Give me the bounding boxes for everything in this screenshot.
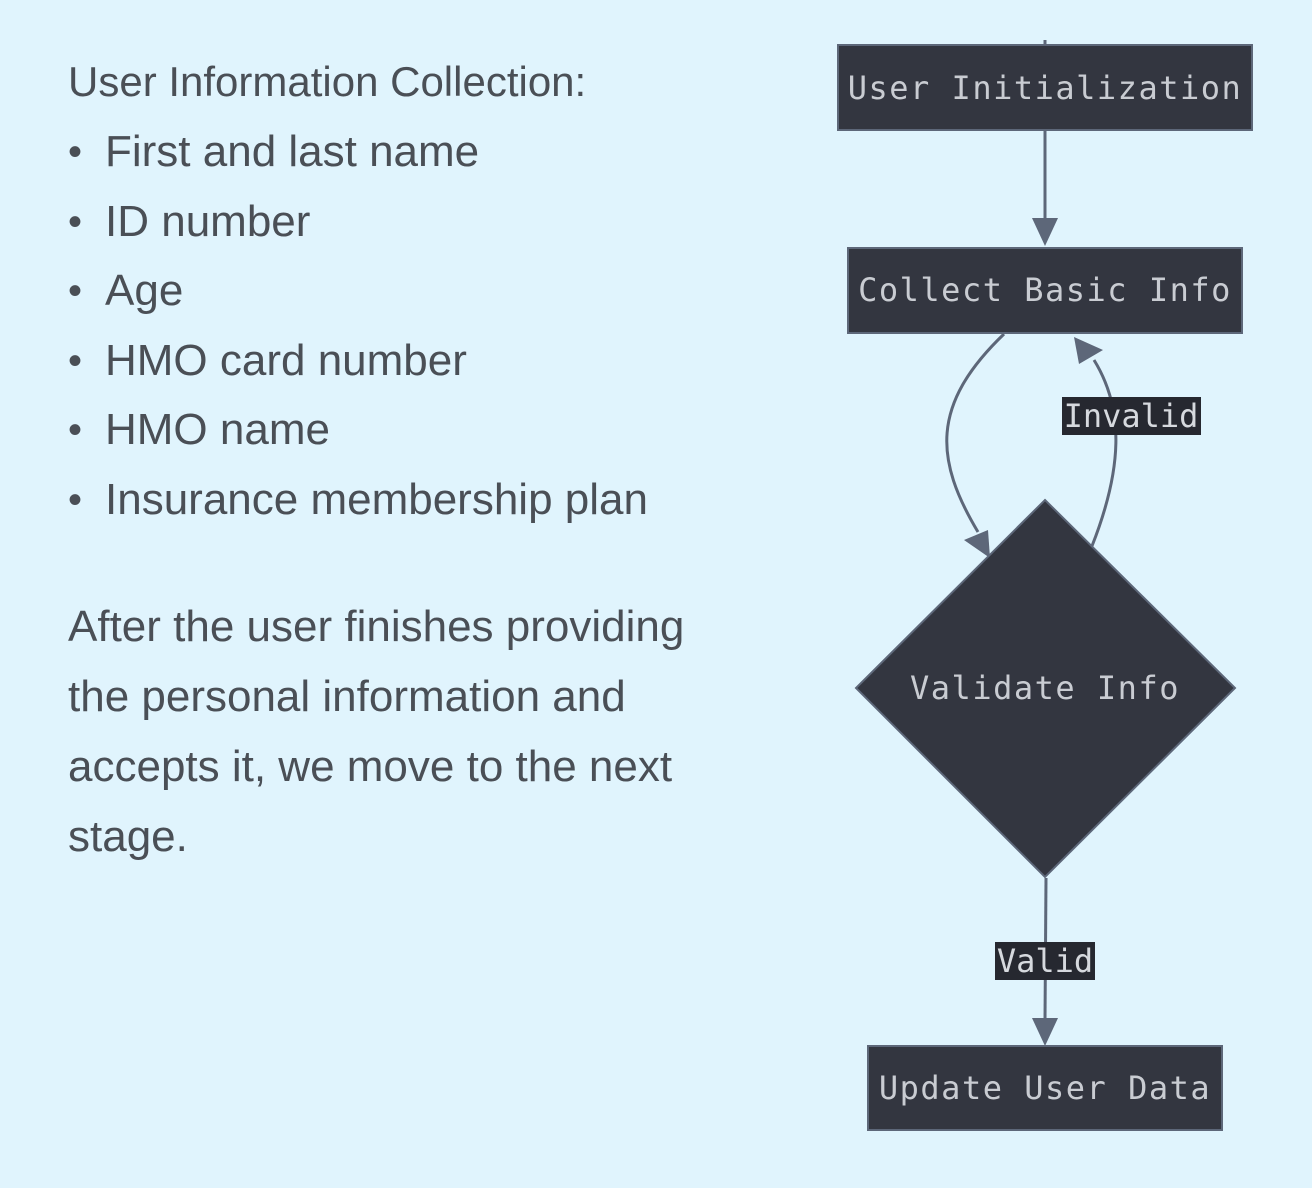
notes-panel: User Information Collection: • First and … bbox=[68, 56, 708, 872]
node-update-user-data: Update User Data bbox=[867, 1045, 1223, 1131]
list-item-label: First and last name bbox=[105, 127, 480, 176]
bullet-icon: • bbox=[68, 338, 83, 383]
list-item: • Age bbox=[68, 265, 708, 317]
notes-heading: User Information Collection: bbox=[68, 58, 587, 105]
node-label: User Initialization bbox=[848, 69, 1243, 107]
bullet-icon: • bbox=[68, 477, 83, 522]
edge-label-text: Valid bbox=[997, 942, 1093, 980]
list-item-label: Age bbox=[105, 266, 184, 316]
arrowhead-icon bbox=[964, 530, 990, 558]
node-label: Update User Data bbox=[879, 1069, 1211, 1107]
edge-label-invalid: Invalid bbox=[1062, 397, 1201, 435]
list-item: • HMO card number bbox=[68, 335, 708, 387]
list-item-label: ID number bbox=[105, 196, 311, 246]
list-item: • ID number bbox=[68, 196, 708, 248]
edge-label-text: Invalid bbox=[1064, 397, 1199, 435]
field-list: • First and last name • ID number • Age • HM… bbox=[68, 126, 708, 526]
node-label: Validate Info bbox=[910, 669, 1180, 707]
node-label: Collect Basic Info bbox=[858, 271, 1232, 309]
edge-init-to-collect bbox=[1032, 131, 1058, 246]
node-validate-info: Validate Info bbox=[854, 498, 1237, 879]
list-item: • Insurance membership plan bbox=[68, 474, 708, 526]
edge-validate-to-collect bbox=[1074, 337, 1118, 547]
node-collect-basic-info: Collect Basic Info bbox=[847, 247, 1243, 334]
bullet-icon: • bbox=[68, 269, 83, 314]
bullet-icon: • bbox=[68, 199, 83, 244]
list-item-label: HMO card number bbox=[105, 335, 467, 385]
list-item: • First and last name bbox=[68, 126, 708, 178]
list-item: • HMO name bbox=[68, 404, 708, 456]
arrowhead-icon bbox=[1074, 337, 1103, 364]
list-item-label: HMO name bbox=[105, 405, 330, 455]
edge-collect-to-validate bbox=[945, 332, 1006, 558]
node-user-initialization: User Initialization bbox=[837, 44, 1253, 131]
bullet-icon: • bbox=[68, 130, 83, 174]
arrowhead-icon bbox=[1032, 1018, 1058, 1046]
arrowhead-icon bbox=[1032, 218, 1058, 246]
list-item-label: Insurance membership plan bbox=[105, 474, 648, 524]
bullet-icon: • bbox=[68, 408, 83, 453]
edge-label-valid: Valid bbox=[995, 942, 1095, 980]
notes-paragraph: After the user finishes providing the pe… bbox=[68, 601, 685, 861]
